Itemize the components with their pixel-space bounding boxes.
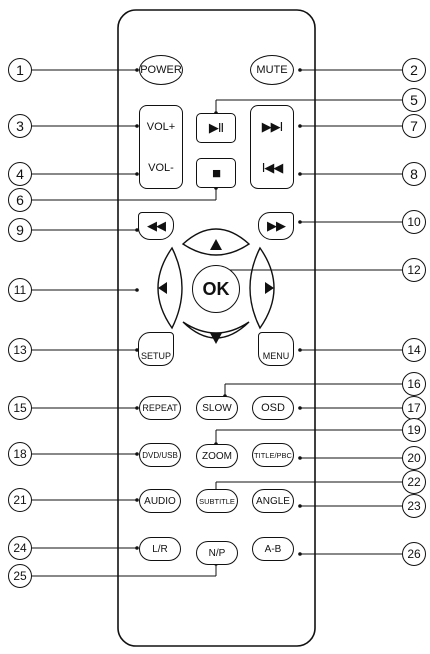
callout-18: 18: [8, 442, 32, 466]
callout-22: 22: [402, 470, 426, 494]
title-pbc-button[interactable]: TITLE/PBC: [252, 443, 294, 467]
ok-button[interactable]: OK: [192, 265, 240, 313]
vol-plus-label: VOL+: [146, 120, 176, 133]
dpad-down[interactable]: [182, 321, 250, 339]
right-arrow-icon: [265, 282, 274, 294]
callout-5: 5: [402, 88, 426, 112]
callout-2: 2: [402, 58, 426, 82]
callout-19: 19: [402, 418, 426, 442]
callout-11: 11: [8, 278, 32, 302]
np-button[interactable]: N/P: [196, 541, 238, 565]
zoom-button[interactable]: ZOOM: [196, 444, 238, 468]
callout-13: 13: [8, 338, 32, 362]
ab-button[interactable]: A-B: [252, 537, 294, 561]
up-arrow-icon: [210, 239, 222, 250]
callout-1: 1: [8, 58, 32, 82]
fast-forward-button[interactable]: ▶▶: [258, 212, 294, 240]
callout-26: 26: [402, 542, 426, 566]
callout-3: 3: [8, 114, 32, 138]
setup-button[interactable]: SETUP: [138, 332, 174, 366]
callout-7: 7: [402, 114, 426, 138]
stop-button[interactable]: ■: [196, 158, 236, 188]
callout-17: 17: [402, 396, 426, 420]
prev-track-icon: I◀◀: [261, 159, 284, 175]
callout-15: 15: [8, 396, 32, 420]
rewind-button[interactable]: ◀◀: [138, 212, 174, 240]
mute-button[interactable]: MUTE: [250, 55, 294, 85]
callout-4: 4: [8, 162, 32, 186]
slow-button[interactable]: SLOW: [196, 396, 238, 420]
dpad-right[interactable]: [249, 246, 275, 330]
repeat-button[interactable]: REPEAT: [139, 396, 181, 420]
audio-button[interactable]: AUDIO: [139, 489, 181, 513]
power-button[interactable]: POWER: [139, 55, 183, 85]
lr-button[interactable]: L/R: [139, 537, 181, 561]
down-arrow-icon: [210, 333, 222, 344]
callout-6: 6: [8, 188, 32, 212]
callout-24: 24: [8, 536, 32, 560]
play-pause-button[interactable]: ▶II: [196, 113, 236, 143]
callout-10: 10: [402, 210, 426, 234]
callout-14: 14: [402, 338, 426, 362]
callout-25: 25: [8, 564, 32, 588]
vol-minus-label: VOL-: [148, 161, 174, 174]
dpad-left[interactable]: [157, 246, 183, 330]
menu-button[interactable]: MENU: [258, 332, 294, 366]
callout-23: 23: [402, 494, 426, 518]
callout-12: 12: [402, 258, 426, 282]
skip-rocker[interactable]: ▶▶I I◀◀: [250, 105, 294, 189]
volume-rocker[interactable]: VOL+ VOL-: [139, 105, 183, 189]
osd-button[interactable]: OSD: [252, 396, 294, 420]
angle-button[interactable]: ANGLE: [252, 489, 294, 513]
left-arrow-icon: [158, 282, 167, 294]
callout-16: 16: [402, 372, 426, 396]
subtitle-button[interactable]: SUBTITLE: [196, 489, 238, 513]
leader-lines: [32, 68, 402, 577]
callout-20: 20: [402, 446, 426, 470]
dvd-usb-button[interactable]: DVD/USB: [139, 443, 181, 467]
callout-9: 9: [8, 218, 32, 242]
callout-8: 8: [402, 162, 426, 186]
callout-21: 21: [8, 488, 32, 512]
next-track-icon: ▶▶I: [261, 118, 284, 134]
